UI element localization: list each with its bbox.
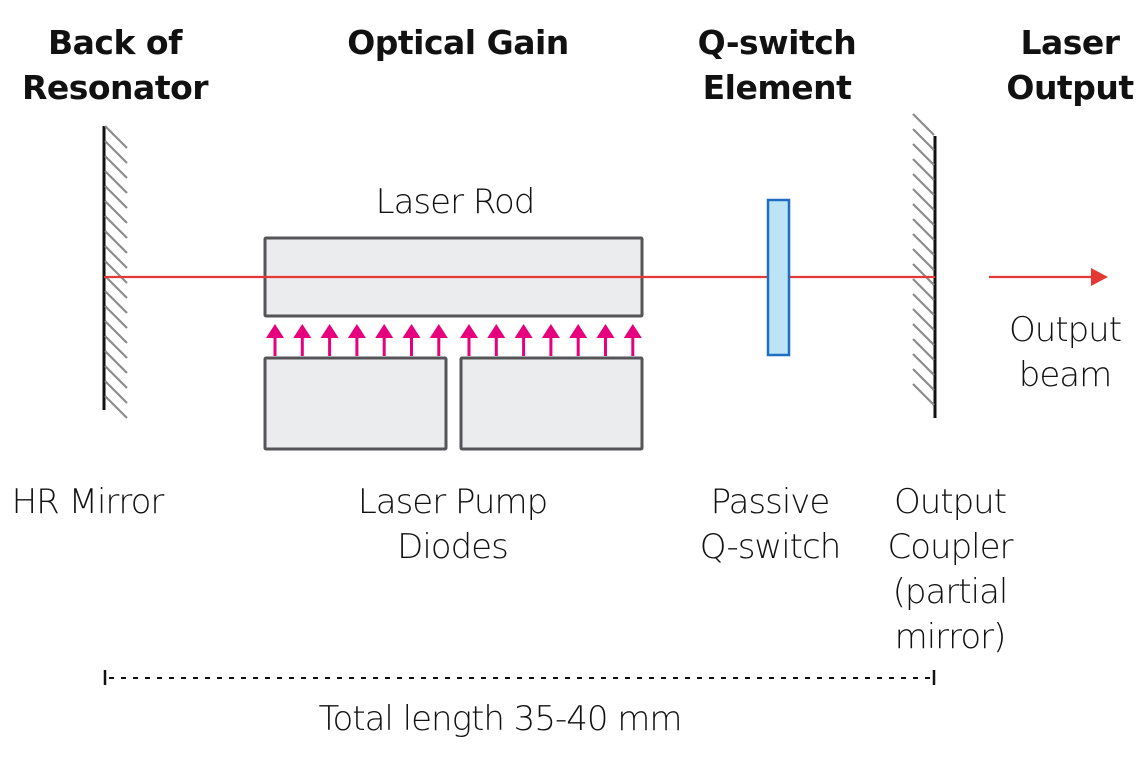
hatch-mark <box>104 245 128 269</box>
header-optical-gain: Optical Gain <box>347 23 569 62</box>
hatch-mark <box>912 353 935 376</box>
hatch-mark <box>104 380 128 404</box>
hatch-mark <box>104 365 128 389</box>
pump-arrow <box>402 324 421 356</box>
hatch-mark <box>104 215 128 239</box>
hatch-mark <box>104 290 128 314</box>
hatch-mark <box>912 323 935 346</box>
hatch-mark <box>104 230 128 254</box>
hatch-mark <box>104 275 128 299</box>
header-back-of-resonator: Back of Resonator <box>21 23 209 107</box>
hatch-mark <box>104 320 128 344</box>
output-coupler-mirror <box>912 113 937 418</box>
output-beam-arrow-icon <box>989 268 1108 286</box>
hatch-mark <box>912 383 935 406</box>
pump-arrow <box>293 324 312 356</box>
label-hr-mirror: HR Mirror <box>11 482 165 522</box>
hatch-mark <box>104 200 128 224</box>
pump-diode-left <box>263 356 448 451</box>
hatch-mark <box>104 155 128 179</box>
hatch-mark <box>912 338 935 361</box>
hatch-mark <box>912 368 935 391</box>
header-laser-output: Laser Output <box>1006 23 1134 107</box>
hatch-mark <box>104 395 128 419</box>
pump-arrow <box>514 324 533 356</box>
hatch-mark <box>912 158 935 181</box>
pump-arrows <box>266 324 642 356</box>
hatch-mark <box>912 278 935 301</box>
hatch-mark <box>912 233 935 256</box>
hr-mirror <box>102 125 128 419</box>
hatch-mark <box>912 188 935 211</box>
pump-diode-right <box>459 356 644 451</box>
total-length-dimension <box>103 670 936 685</box>
hatch-mark <box>912 308 935 331</box>
hatch-mark <box>912 173 935 196</box>
hatch-mark <box>912 263 935 286</box>
hatch-mark <box>912 203 935 226</box>
hatch-mark <box>104 170 128 194</box>
pump-arrow <box>541 324 560 356</box>
hatch-mark <box>104 335 128 359</box>
pump-arrow <box>460 324 478 356</box>
hatch-mark <box>104 185 128 209</box>
pump-arrow <box>569 324 588 356</box>
passive-qswitch-element <box>766 198 791 357</box>
label-total-length: Total length 35-40 mm <box>318 699 682 739</box>
hatch-mark <box>912 143 935 166</box>
pump-arrow <box>429 324 448 356</box>
pump-arrow <box>596 324 615 356</box>
header-qswitch-element: Q-switch Element <box>697 23 857 107</box>
label-laser-rod: Laser Rod <box>375 182 536 222</box>
hatch-mark <box>912 113 935 136</box>
hatch-mark <box>104 305 128 329</box>
pump-arrow <box>487 324 506 356</box>
hatch-mark <box>912 128 935 151</box>
label-pump-diodes: Laser Pump Diodes <box>357 482 548 567</box>
label-output-coupler: Output Coupler (partial mirror) <box>887 482 1013 657</box>
pump-arrow <box>320 324 339 356</box>
hatch-mark <box>912 293 935 316</box>
hatch-mark <box>104 350 128 374</box>
pump-arrow <box>375 324 394 356</box>
pump-arrow <box>266 324 284 356</box>
label-passive-qswitch: Passive Q-switch <box>699 482 842 567</box>
hatch-mark <box>912 248 935 271</box>
hatch-mark <box>104 260 128 284</box>
pump-arrow <box>623 324 642 356</box>
hatch-mark <box>104 140 128 164</box>
pump-arrow <box>347 324 366 356</box>
hatch-mark <box>104 125 128 149</box>
hatch-mark <box>912 218 935 241</box>
label-output-beam: Output beam <box>1008 310 1122 395</box>
